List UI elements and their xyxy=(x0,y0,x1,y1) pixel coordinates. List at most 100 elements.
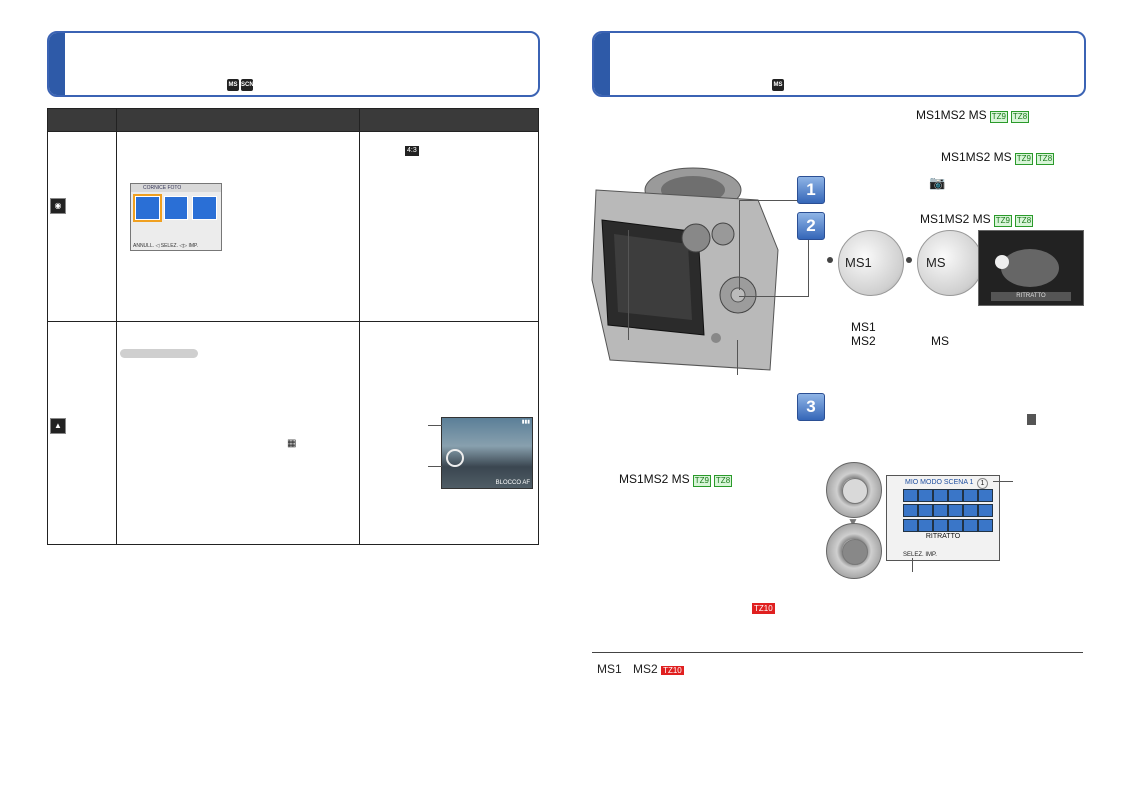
step-2-badge: 2 xyxy=(797,212,825,240)
table-row-photo-frame-notes xyxy=(359,131,539,322)
frame-option[interactable] xyxy=(192,196,218,220)
cursor-pad-center[interactable] xyxy=(842,478,868,504)
ms-modes-text: MS1MS2 MS xyxy=(941,150,1012,164)
ms-mode-icon: MS xyxy=(772,79,784,91)
scn-small-icon xyxy=(1027,414,1036,425)
sport-mode-icon: ▲ xyxy=(50,418,66,434)
table-header-description xyxy=(116,108,360,132)
scene-option[interactable] xyxy=(933,519,948,532)
mode-dial-ms1[interactable]: MS1 xyxy=(838,230,904,296)
ms-modes-text: MS1MS2 MS xyxy=(920,212,991,226)
portrait-icon xyxy=(995,255,1009,269)
label-pill xyxy=(120,349,198,358)
tz8-badge: TZ8 xyxy=(1035,153,1055,165)
dial-label: MS xyxy=(926,255,946,270)
selected-scene-name: RITRATTO xyxy=(925,533,961,540)
photo-frame-screen: CORNICE FOTO ANNULL. ◁ SELEZ. ◁▷ IMP. xyxy=(130,183,222,251)
tz8-badge: TZ8 xyxy=(713,475,733,487)
table-row-photo-frame-icon-cell xyxy=(47,131,117,322)
footer-ms2: MS2 xyxy=(633,662,658,676)
leader-line xyxy=(993,481,1013,482)
my-scene-mode-menu: MIO MODO SCENA 1 1 RITRATTO SELEZ. IMP. xyxy=(886,475,1000,561)
camera-illustration xyxy=(591,167,779,371)
arrow-down-icon: ▼ xyxy=(847,515,859,529)
frame-option[interactable] xyxy=(133,194,162,222)
af-lock-label: BLOCCO AF xyxy=(495,480,530,486)
footer-tz10-badge: TZ10 xyxy=(661,666,684,675)
scene-option[interactable] xyxy=(978,504,993,517)
leader-line xyxy=(737,340,738,375)
dial-mid-ms: MS xyxy=(931,334,949,348)
af-frame-circle xyxy=(446,449,464,467)
tz9-badge: TZ9 xyxy=(1014,153,1033,165)
cursor-pad[interactable] xyxy=(826,462,882,518)
scene-option[interactable] xyxy=(903,504,918,517)
step-3-badge: 3 xyxy=(797,393,825,421)
leader-line xyxy=(628,230,629,340)
scene-option[interactable] xyxy=(918,519,933,532)
leader-line xyxy=(428,425,442,426)
tz9-badge: TZ9 xyxy=(989,111,1008,123)
aspect-ratio-icon: 4:3 xyxy=(405,146,419,156)
mode-dial-ms[interactable]: MS xyxy=(917,230,983,296)
scene-option[interactable] xyxy=(963,504,978,517)
photo-frame-screen-footer: ANNULL. ◁ SELEZ. ◁▷ IMP. xyxy=(133,243,199,249)
photo-frame-screen-title: CORNICE FOTO xyxy=(131,184,221,192)
table-header-notes xyxy=(359,108,539,132)
scene-option[interactable] xyxy=(948,489,963,502)
tz9-badge: TZ9 xyxy=(993,215,1012,227)
section-divider xyxy=(592,652,1083,653)
lcd-mode-label: RITRATTO xyxy=(991,292,1071,301)
scene-option[interactable] xyxy=(903,489,918,502)
table-header-mode xyxy=(47,108,117,132)
dial-mid-ms2: MS2 xyxy=(851,334,876,348)
tz8-badge: TZ8 xyxy=(1010,111,1030,123)
tz9-badge: TZ9 xyxy=(692,475,711,487)
step-1-badge: 1 xyxy=(797,176,825,204)
battery-icon: ▮▮▮ xyxy=(521,419,530,425)
dial-pointer-dot xyxy=(906,257,912,263)
menu-page-number: 1 xyxy=(977,478,988,489)
dial-pointer-dot xyxy=(827,257,833,263)
scene-option[interactable] xyxy=(933,504,948,517)
scene-icon-grid xyxy=(903,489,993,532)
scene-option[interactable] xyxy=(978,519,993,532)
scene-option[interactable] xyxy=(948,519,963,532)
header-mode-icons: MS xyxy=(772,79,786,91)
ms-modes-text: MS1MS2 MS xyxy=(619,472,690,486)
leader-line xyxy=(912,558,913,572)
table-row-af-lock-desc xyxy=(116,321,360,545)
scene-option[interactable] xyxy=(918,489,933,502)
menu-set-button[interactable] xyxy=(842,539,868,565)
header-accent-bar xyxy=(49,33,65,95)
footer-ms1: MS1 xyxy=(597,662,622,676)
scene-option[interactable] xyxy=(963,519,978,532)
scene-option[interactable] xyxy=(978,489,993,502)
ms-modes-text: MS1MS2 MS xyxy=(916,108,987,122)
menu-footer: SELEZ. IMP. xyxy=(903,552,937,558)
photo-frame-mode-icon: ◉ xyxy=(50,198,66,214)
frame-option[interactable] xyxy=(163,196,189,220)
dial-label: MS1 xyxy=(845,255,872,270)
scn-mode-icon: SCN xyxy=(241,79,254,91)
footer-modes-row: MS1 MS2 TZ10 xyxy=(597,662,684,676)
scene-option[interactable] xyxy=(933,489,948,502)
scene-option[interactable] xyxy=(963,489,978,502)
dial-mid-ms1: MS1 xyxy=(851,320,876,334)
ms-mode-icon: MS xyxy=(227,79,239,91)
menu-title: MIO MODO SCENA 1 xyxy=(905,479,974,486)
leader-line xyxy=(739,200,740,290)
scene-modes-table xyxy=(47,108,539,545)
leader-line xyxy=(739,296,809,297)
menu-set-pad[interactable] xyxy=(826,523,882,579)
scene-option[interactable] xyxy=(903,519,918,532)
leader-line xyxy=(428,466,442,467)
tz10-badge: TZ10 xyxy=(752,603,775,614)
scene-option[interactable] xyxy=(948,504,963,517)
header-accent-bar xyxy=(594,33,610,95)
scene-option[interactable] xyxy=(918,504,933,517)
